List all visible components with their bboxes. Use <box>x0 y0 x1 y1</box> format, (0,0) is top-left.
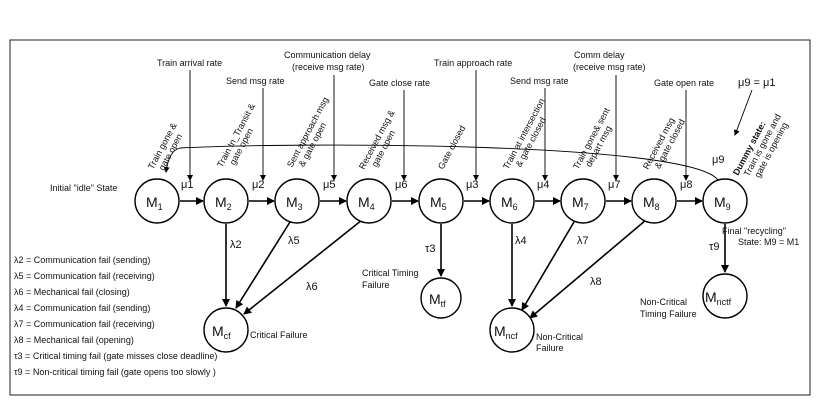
non-critical-timing-note-line1: Non-Critical <box>640 297 687 307</box>
label-comm-delay-1-line2: (receive msg rate) <box>292 62 365 72</box>
event-label-m5: Gate closed <box>436 124 467 171</box>
lambda2-label: λ2 <box>230 239 242 251</box>
svg-text:Mtf: Mtf <box>429 291 446 309</box>
dummy-state-label: Dummy state: Train is gone and gate is o… <box>731 112 790 179</box>
state-m4: M4 <box>346 178 392 224</box>
state-m8: M8 <box>631 178 677 224</box>
mu8-label: μ8 <box>680 179 692 191</box>
event-label-m4: Received msg & gate open <box>357 108 397 171</box>
state-m3: M3 <box>274 178 320 224</box>
label-send-msg-rate-1: Send msg rate <box>226 76 285 86</box>
legend-entry: λ8 = Mechanical fail (opening) <box>14 335 134 345</box>
state-m2: M2 <box>203 178 249 224</box>
svg-text:M1: M1 <box>146 194 163 212</box>
mu9-pointer-arrow <box>733 89 753 136</box>
diagram-border <box>9 39 811 396</box>
label-gate-open-rate: Gate open rate <box>654 78 714 88</box>
mu5-label: μ5 <box>323 179 335 191</box>
legend-entry: τ3 = Critical timing fail (gate misses c… <box>14 351 217 361</box>
lambda6-label: λ6 <box>306 281 318 293</box>
event-label-m6: Train at intersection & gate closed <box>501 97 548 171</box>
event-label-m8: Received msg & gate closed <box>641 116 687 171</box>
svg-text:M8: M8 <box>643 194 660 212</box>
edge-m3-mcf <box>235 221 291 309</box>
mu9-equals-mu1-label: μ9 = μ1 <box>738 77 775 89</box>
state-m1: M1 <box>134 178 180 224</box>
legend-entry: λ6 = Mechanical fail (closing) <box>14 287 130 297</box>
initial-state-note: Initial "idle" State <box>50 183 117 193</box>
mu2-label: μ2 <box>252 179 264 191</box>
mu1-label: μ1 <box>181 179 193 191</box>
tau3-label: τ3 <box>425 243 435 255</box>
mu7-label: μ7 <box>608 179 620 191</box>
non-critical-failure-note-line1: Non-Critical <box>536 332 583 342</box>
event-label-m3: Sent approach msg & gate open <box>285 95 330 169</box>
state-mncf: Mncf <box>489 307 535 353</box>
state-mcf: Mcf <box>203 307 249 353</box>
mu3-label: μ3 <box>466 179 478 191</box>
non-critical-timing-note-line2: Timing Failure <box>640 309 697 319</box>
critical-timing-note-line2: Failure <box>362 280 390 290</box>
svg-text:Mcf: Mcf <box>212 323 231 341</box>
legend-entry: λ2 = Communication fail (sending) <box>14 255 150 265</box>
mu4-label: μ4 <box>537 179 549 191</box>
state-mtf: Mtf <box>420 277 462 319</box>
tau9-label: τ9 <box>709 241 719 253</box>
svg-text:Gate closed: Gate closed <box>436 124 467 171</box>
svg-text:Mnctf: Mnctf <box>705 289 732 307</box>
critical-failure-note: Critical Failure <box>250 330 308 340</box>
label-train-arrival-rate: Train arrival rate <box>157 58 222 68</box>
svg-text:M5: M5 <box>430 194 447 212</box>
edge-m4-mcf <box>243 219 363 315</box>
label-comm-delay-1-line1: Communication delay <box>284 50 371 60</box>
final-state-note-line2: State: M9 = M1 <box>738 237 799 247</box>
state-m7: M7 <box>560 178 606 224</box>
lambda8-label: λ8 <box>590 276 602 288</box>
legend-entry: λ4 = Communication fail (sending) <box>14 303 150 313</box>
label-train-approach-rate: Train approach rate <box>434 58 512 68</box>
legend-entry: τ9 = Non-critical timing fail (gate open… <box>14 367 216 377</box>
lambda5-label: λ5 <box>288 235 300 247</box>
event-label-m7: Train gone& sent depart msg <box>571 106 614 171</box>
svg-text:M3: M3 <box>286 194 303 212</box>
label-gate-close-rate: Gate close rate <box>369 78 430 88</box>
svg-text:M7: M7 <box>572 194 589 212</box>
non-critical-failure-note-line2: Failure <box>536 343 564 353</box>
label-send-msg-rate-2: Send msg rate <box>510 76 569 86</box>
mu9-label: μ9 <box>712 154 724 166</box>
mu6-label: μ6 <box>395 179 407 191</box>
lambda4-label: λ4 <box>515 235 527 247</box>
state-m5: M5 <box>418 178 464 224</box>
edge-m8-mncf <box>529 219 647 319</box>
lambda7-label: λ7 <box>577 235 589 247</box>
critical-timing-note-line1: Critical Timing <box>362 268 419 278</box>
edge-m7-mncf <box>521 221 575 311</box>
failure-legend: λ2 = Communication fail (sending) λ5 = C… <box>14 255 217 377</box>
state-m9: M9 <box>702 178 748 224</box>
legend-entry: λ5 = Communication fail (receiving) <box>14 271 155 281</box>
state-m6: M6 <box>489 178 535 224</box>
label-comm-delay-2-line1: Comm delay <box>574 50 625 60</box>
svg-text:Mncf: Mncf <box>494 323 518 341</box>
final-state-note-line1: Final "recycling" <box>722 226 786 236</box>
state-mnctf: Mnctf <box>702 273 748 319</box>
svg-text:M2: M2 <box>215 194 232 212</box>
label-comm-delay-2-line2: (receive msg rate) <box>573 62 646 72</box>
svg-text:M6: M6 <box>501 194 518 212</box>
event-label-m2: Train In_Transit & gate open <box>215 102 257 169</box>
legend-entry: λ7 = Communication fail (receiving) <box>14 319 155 329</box>
svg-text:M9: M9 <box>714 194 731 212</box>
recycle-loop-arrow <box>163 144 719 181</box>
svg-text:M4: M4 <box>358 194 375 212</box>
